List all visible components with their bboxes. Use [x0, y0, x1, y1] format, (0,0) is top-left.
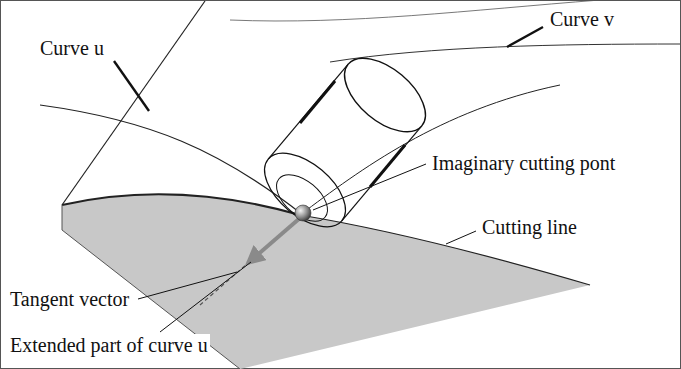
part-label: Curve u [38, 37, 106, 60]
part-label: Cutting line [480, 216, 579, 239]
surface-curve [230, 0, 600, 21]
curve-v [330, 44, 680, 62]
curve-u-extension [200, 215, 303, 305]
part-label: Extended part of curve u [8, 334, 210, 357]
surface-curve [300, 85, 560, 215]
part-label: Tangent vector [8, 288, 131, 311]
cutting-tool [252, 44, 439, 241]
surface-edge [62, 1, 205, 205]
leader-lines [114, 27, 543, 332]
part-label: Imaginary cutting pont [430, 152, 617, 175]
part-label: Curve v [548, 8, 616, 31]
cutting-point [295, 205, 311, 221]
surface-edge [62, 194, 300, 215]
tangent-vector [248, 218, 300, 263]
cutting-line [300, 215, 590, 285]
curve-u [40, 105, 303, 215]
